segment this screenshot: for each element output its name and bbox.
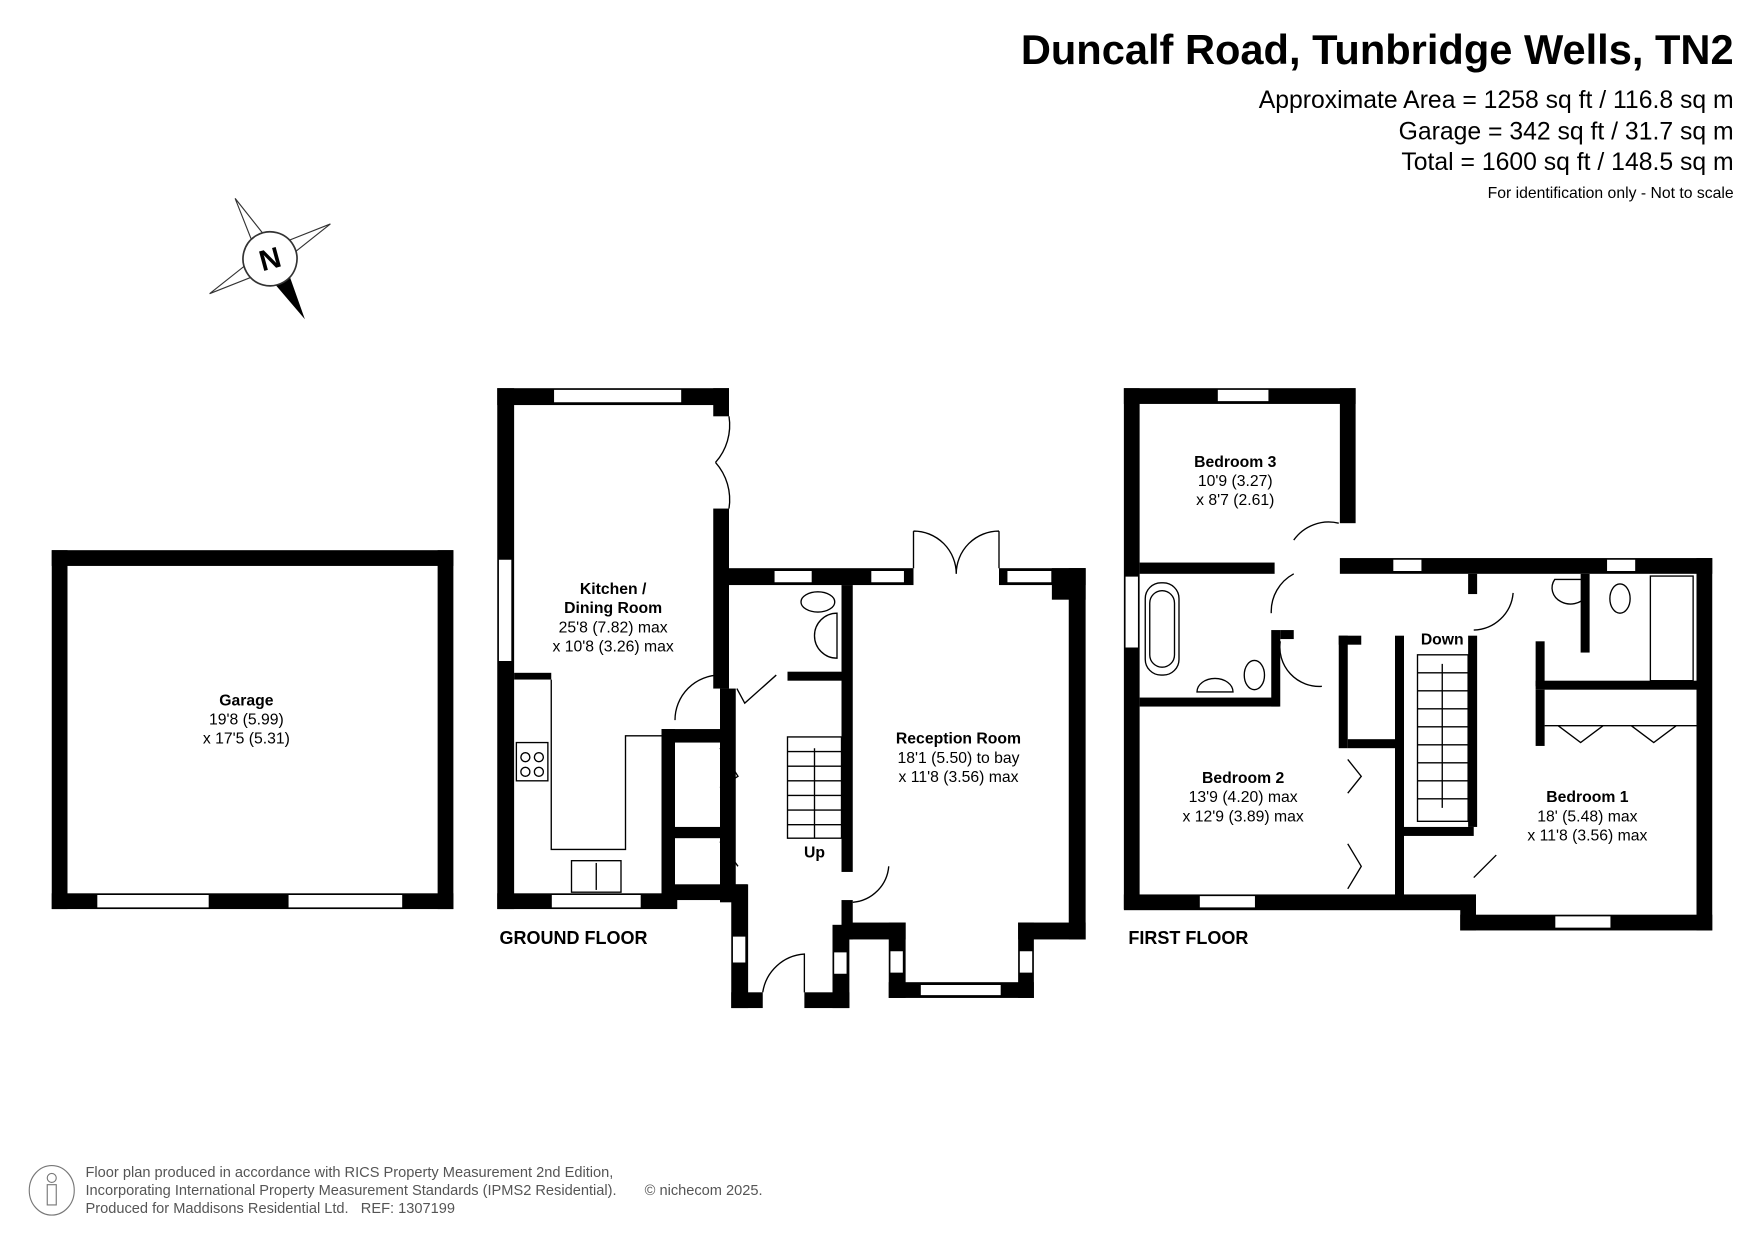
approx-area: Approximate Area = 1258 sq ft / 116.8 sq…	[1259, 87, 1734, 114]
room-name-kitchen-line2: Dining Room	[564, 600, 662, 617]
room-dims: x 11'8 (3.56) max	[898, 769, 1018, 786]
room-name-reception: Reception Room	[896, 731, 1021, 748]
garage-area: Garage = 342 sq ft / 31.7 sq m	[1399, 119, 1734, 146]
ground-floor-label: GROUND FLOOR	[500, 928, 648, 948]
stairs-down-label: Down	[1421, 632, 1464, 649]
first-floor-plan: Down Bedroom 3 10'9 (3.27) x 8'7 (2.61) …	[1123, 388, 1713, 948]
footer-line2: Incorporating International Property Mea…	[86, 1183, 617, 1199]
footer: Floor plan produced in accordance with R…	[28, 1165, 763, 1217]
garage-plan: Garage 19'8 (5.99) x 17'5 (5.31)	[51, 550, 454, 910]
room-name-garage: Garage	[219, 692, 274, 709]
room-dims: x 10'8 (3.26) max	[553, 638, 674, 655]
room-dims: x 11'8 (3.56) max	[1527, 827, 1647, 844]
total-area: Total = 1600 sq ft / 148.5 sq m	[1401, 149, 1733, 176]
disclaimer: For identification only - Not to scale	[1488, 185, 1734, 202]
header: Duncalf Road, Tunbridge Wells, TN2 Appro…	[1021, 26, 1734, 202]
room-dims: x 12'9 (3.89) max	[1183, 808, 1304, 825]
stairs-up-label: Up	[804, 844, 825, 861]
room-dims: x 17'5 (5.31)	[203, 731, 290, 748]
room-dims: x 8'7 (2.61)	[1196, 492, 1274, 509]
footer-line3: Produced for Maddisons Residential Ltd. …	[86, 1201, 456, 1217]
room-dims: 13'9 (4.20) max	[1189, 789, 1298, 806]
room-name-kitchen-line1: Kitchen /	[580, 581, 647, 598]
room-dims: 10'9 (3.27)	[1198, 473, 1273, 490]
compass-icon: N	[209, 198, 331, 320]
footer-copyright: © nichecom 2025.	[645, 1183, 763, 1199]
room-name-bedroom1: Bedroom 1	[1546, 789, 1629, 806]
person-icon	[28, 1165, 75, 1216]
room-dims: 25'8 (7.82) max	[559, 619, 668, 636]
room-dims: 18' (5.48) max	[1537, 808, 1637, 825]
room-name-bedroom3: Bedroom 3	[1194, 454, 1277, 471]
room-dims: 19'8 (5.99)	[209, 712, 284, 729]
room-name-bedroom2: Bedroom 2	[1202, 770, 1285, 787]
property-title: Duncalf Road, Tunbridge Wells, TN2	[1021, 26, 1734, 73]
first-floor-label: FIRST FLOOR	[1128, 928, 1248, 948]
room-dims: 18'1 (5.50) to bay	[897, 750, 1019, 767]
ground-floor-plan: Up Kitchen / Dining Room 25'8 (7.82) max…	[497, 388, 1086, 1009]
footer-line1: Floor plan produced in accordance with R…	[86, 1165, 614, 1181]
